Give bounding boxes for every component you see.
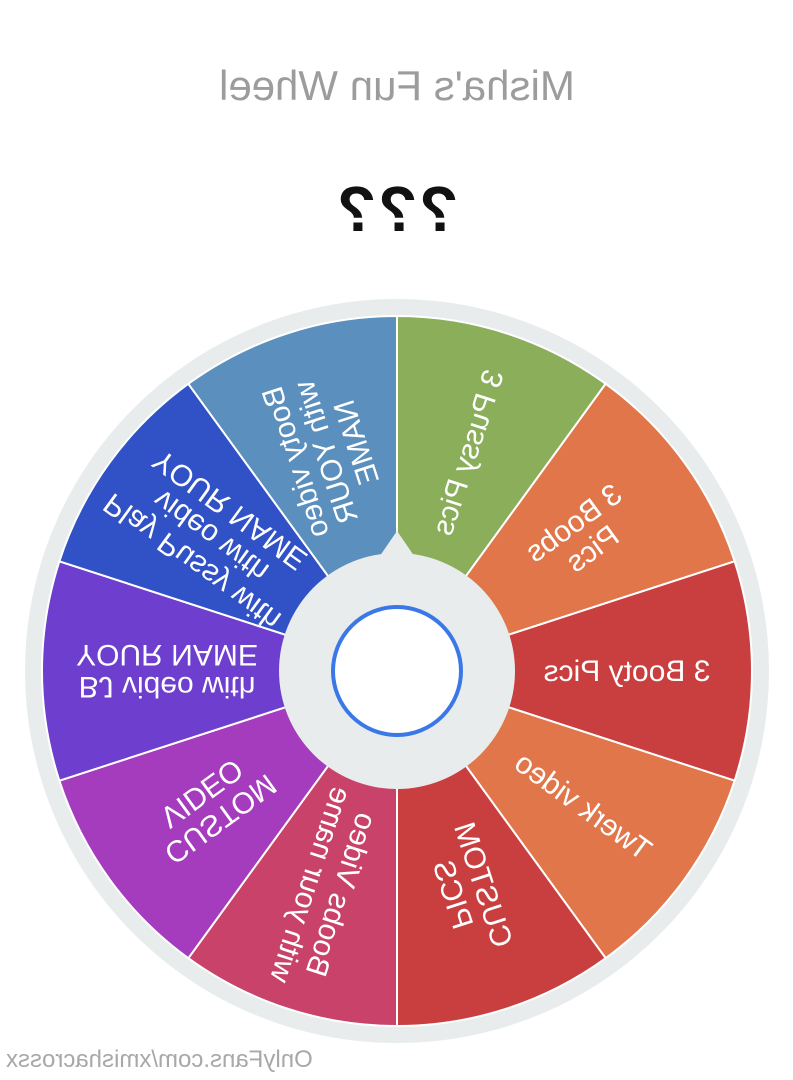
wheel-segment bbox=[393, 560, 753, 782]
wheel-segment-label: 3 Booty Pics bbox=[544, 655, 711, 688]
watermark-text: OnlyFans.com/xmishacrossx bbox=[6, 1046, 313, 1073]
wheel-segment bbox=[41, 560, 401, 782]
wheel-segment-label: BJ video withYOUR NAME bbox=[76, 638, 258, 703]
spin-button[interactable] bbox=[331, 605, 463, 737]
watermark: OnlyFans.com/xmishacrossx bbox=[6, 1046, 313, 1074]
